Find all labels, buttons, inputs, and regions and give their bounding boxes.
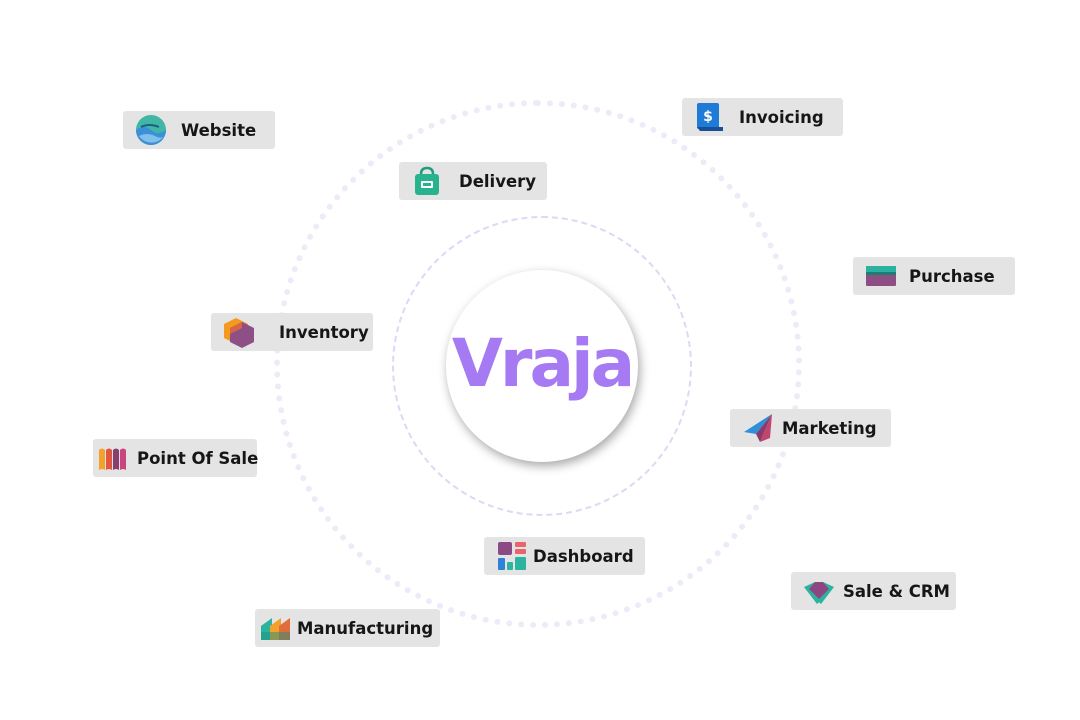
inventory-icon [224,318,254,348]
module-label: Sale & CRM [843,581,950,601]
vraja-logo: Vraja [451,324,635,402]
module-chip-sale-crm[interactable]: Sale & CRM [791,572,956,610]
point-of-sale-icon [99,448,126,470]
module-chip-website[interactable]: Website [123,111,275,149]
outer-dotted-ring [274,100,802,628]
module-label: Marketing [782,418,877,438]
invoicing-icon: $ [697,103,723,131]
svg-text:$: $ [703,109,713,125]
module-label: Dashboard [533,546,634,566]
module-label: Delivery [459,171,537,191]
module-chip-purchase[interactable]: Purchase [853,257,1015,295]
module-label: Manufacturing [297,618,434,638]
module-label: Inventory [279,322,369,342]
dashboard-icon [498,542,526,570]
module-label: Point Of Sale [137,448,259,468]
sale-crm-icon [804,582,834,604]
module-chip-dashboard[interactable]: Dashboard [484,537,645,575]
module-chip-invoicing[interactable]: $ Invoicing [682,98,843,136]
module-label: Website [181,120,257,140]
module-chip-inventory[interactable]: Inventory [211,313,373,351]
module-label: Purchase [909,266,995,286]
manufacturing-icon [261,618,290,640]
center-logo-circle: Vraja [446,270,638,462]
module-label: Invoicing [739,107,824,127]
delivery-icon [415,166,439,195]
module-chip-delivery[interactable]: Delivery [399,162,547,200]
marketing-icon [744,414,772,442]
module-chip-manufacturing[interactable]: Manufacturing [255,609,440,647]
purchase-icon [866,266,896,286]
website-icon [136,115,166,145]
module-chip-point-of-sale[interactable]: Point Of Sale [93,439,259,477]
module-chip-marketing[interactable]: Marketing [730,409,891,447]
inner-dashed-ring [392,216,692,516]
